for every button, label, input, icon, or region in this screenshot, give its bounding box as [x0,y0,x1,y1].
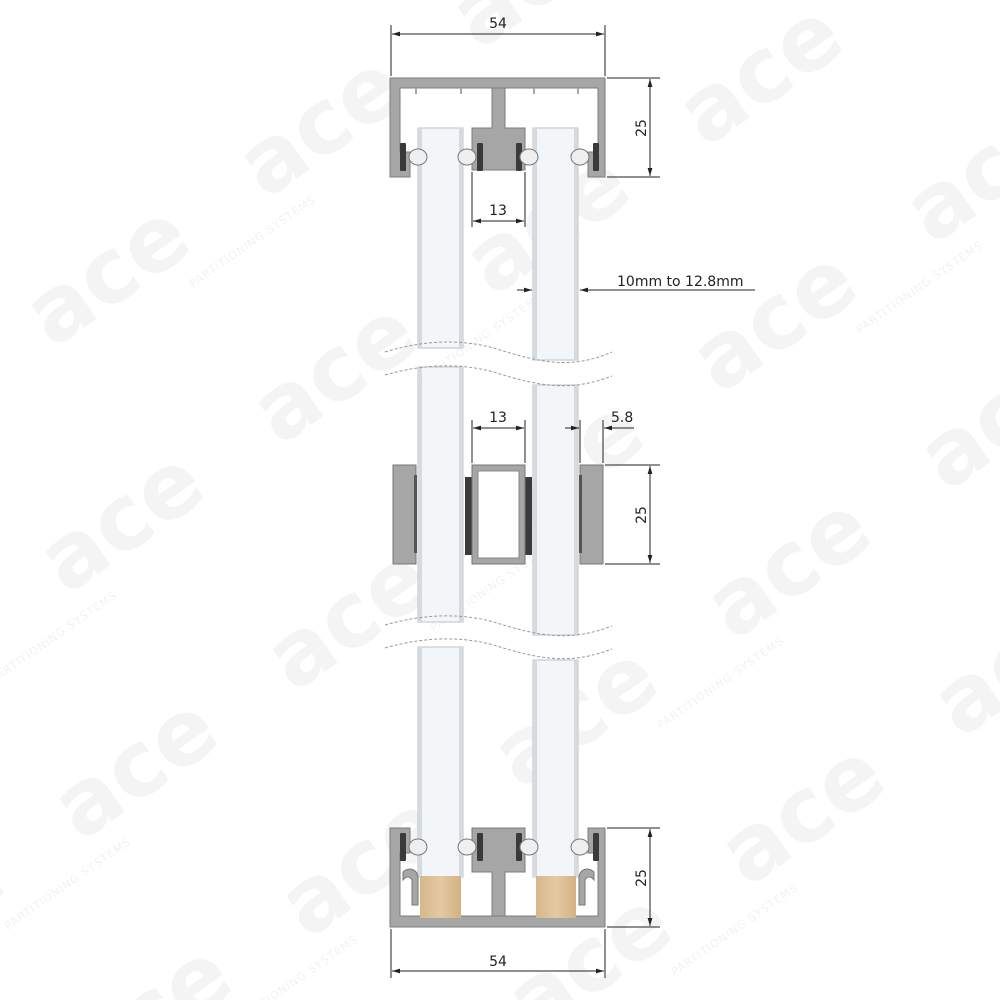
svg-text:PARTITIONING SYSTEMS: PARTITIONING SYSTEMS [854,239,986,337]
timber-packer-left [420,876,461,918]
top-track-profile [389,77,606,178]
svg-text:ace: ace [431,0,635,69]
dimensions [390,25,755,978]
svg-text:ace: ace [5,181,209,367]
svg-text:PARTITIONING SYSTEMS: PARTITIONING SYSTEMS [229,933,361,1000]
dim-handle-thickness: 5.8 [611,410,633,426]
svg-text:ace: ace [899,324,1000,510]
svg-text:ace: ace [686,473,890,659]
dim-handle-height: 25 [634,506,650,524]
center-handle [465,464,532,565]
svg-text:ace: ace [487,869,691,1000]
glass-pane-right [532,127,579,878]
glass-pane-left [417,127,464,878]
svg-text:PARTITIONING SYSTEMS: PARTITIONING SYSTEMS [0,589,120,687]
svg-text:ace: ace [672,227,876,413]
dim-gap-middle: 13 [489,410,507,426]
svg-text:ace: ace [232,278,436,464]
dim-top-width: 54 [489,16,507,32]
dimension-labels: 54 25 13 10mm to 12.8mm 13 5.8 25 25 54 [489,16,743,970]
svg-text:PARTITIONING SYSTEMS: PARTITIONING SYSTEMS [187,193,319,291]
dim-top-height: 25 [634,119,650,137]
svg-text:PARTITIONING SYSTEMS: PARTITIONING SYSTEMS [669,881,801,979]
svg-text:ace: ace [19,427,223,613]
handle-right [579,464,604,565]
svg-text:ace: ace [913,571,1000,757]
svg-text:ace: ace [700,720,904,906]
dim-bottom-height: 25 [634,869,650,887]
break-lines [384,341,613,660]
dim-gap-top: 13 [489,203,507,219]
svg-text:PARTITIONING SYSTEMS: PARTITIONING SYSTEMS [655,634,787,732]
dim-glass-thickness: 10mm to 12.8mm [617,274,744,290]
handle-left [392,464,417,565]
svg-text:ace: ace [33,674,237,860]
timber-packer-right [536,876,576,918]
svg-text:PARTITIONING SYSTEMS: PARTITIONING SYSTEMS [2,835,134,933]
dim-bottom-width: 54 [489,954,507,970]
svg-text:ace: ace [885,78,1000,264]
svg-text:ace: ace [47,921,251,1000]
svg-text:ace: ace [658,0,862,167]
bottom-track-profile [389,827,606,928]
